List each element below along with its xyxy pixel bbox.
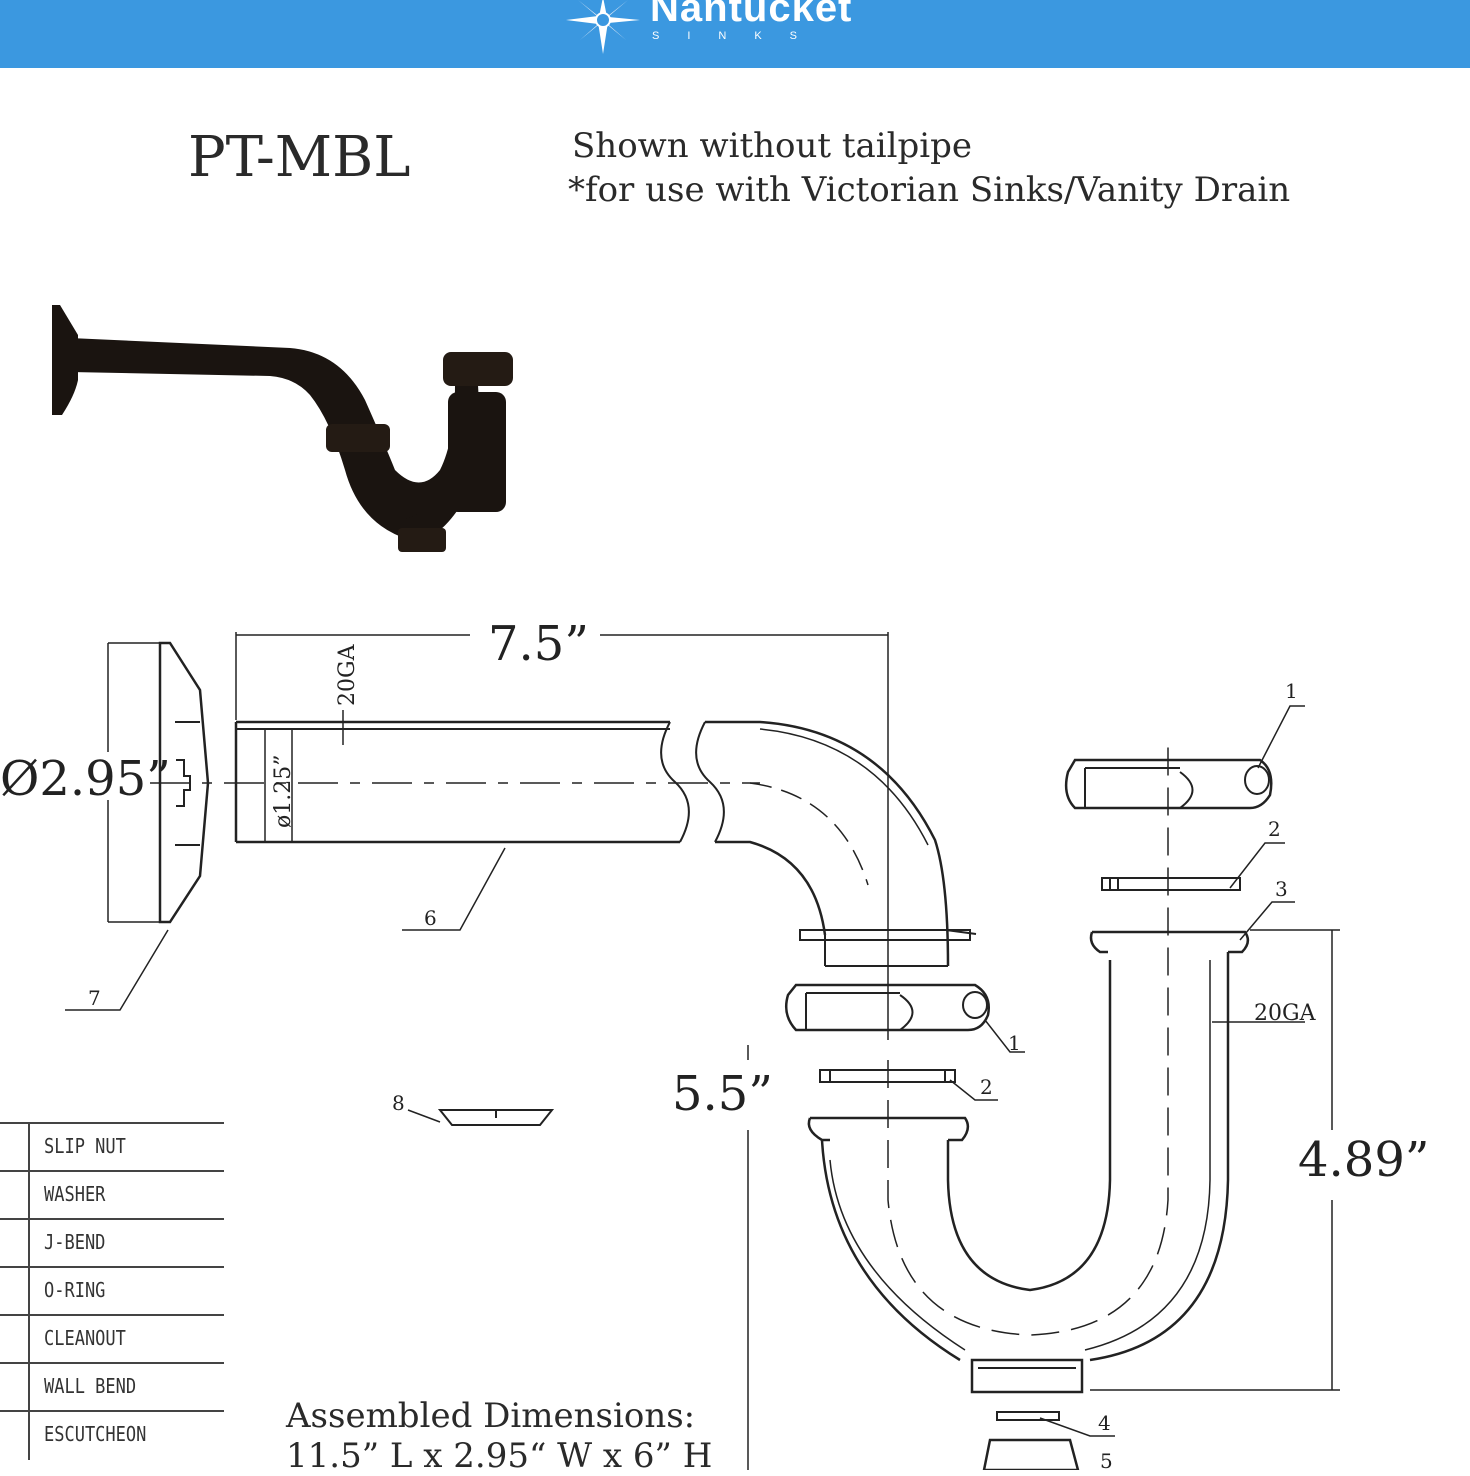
dim-jbend-height: 4.89” xyxy=(1298,1132,1429,1188)
part-name: ESCUTCHEON xyxy=(44,1422,147,1446)
assembled-dimensions-title: Assembled Dimensions: xyxy=(286,1396,696,1436)
brand-subtitle: SINKS xyxy=(652,30,826,42)
callout-number: 2 xyxy=(980,1075,993,1099)
table-row: J-BEND xyxy=(0,1218,224,1268)
part-name: WALL BEND xyxy=(44,1374,137,1398)
brand-name: Nantucket xyxy=(650,0,853,30)
dim-overall-height: 5.5” xyxy=(672,1066,773,1122)
callout-number: 1 xyxy=(1285,679,1298,703)
table-cell xyxy=(0,1364,30,1412)
part-name: WASHER xyxy=(44,1182,106,1206)
table-row: SLIP NUT xyxy=(0,1122,224,1172)
gauge-label-right: 20GA xyxy=(1254,1001,1317,1026)
dim-wall-bend-length: 7.5” xyxy=(488,616,589,672)
table-cell xyxy=(0,1220,30,1268)
table-row: WASHER xyxy=(0,1170,224,1220)
p-trap-product-image xyxy=(52,305,513,552)
table-cell xyxy=(0,1316,30,1364)
table-cell xyxy=(0,1412,30,1460)
assembled-dimensions-value: 11.5” L x 2.95“ W x 6” H xyxy=(286,1436,713,1476)
part-name: SLIP NUT xyxy=(44,1134,126,1158)
callout-number: 3 xyxy=(1275,877,1288,901)
dim-escutcheon-diameter: Ø2.95” xyxy=(0,751,171,807)
table-row: CLEANOUT xyxy=(0,1314,224,1364)
part-name: O-RING xyxy=(44,1278,106,1302)
callout-number: 4 xyxy=(1098,1411,1111,1435)
callout-number: 7 xyxy=(88,986,101,1010)
callout-number: 8 xyxy=(392,1091,405,1115)
callout-number: 5 xyxy=(1100,1449,1113,1470)
part-name: CLEANOUT xyxy=(44,1326,126,1350)
table-row: WALL BEND xyxy=(0,1362,224,1412)
compass-rose-icon xyxy=(566,0,640,54)
gauge-label-top: 20GA xyxy=(335,643,360,706)
note-line-2: *for use with Victorian Sinks/Vanity Dra… xyxy=(568,170,1291,210)
brand-header: Nantucket SINKS xyxy=(0,0,1470,68)
model-code: PT-MBL xyxy=(188,125,411,190)
table-cell xyxy=(0,1268,30,1316)
table-cell xyxy=(0,1124,30,1172)
callout-number: 1 xyxy=(1008,1031,1021,1055)
table-cell xyxy=(0,1172,30,1220)
table-row: ESCUTCHEON xyxy=(0,1410,224,1460)
callout-number: 6 xyxy=(424,906,437,930)
callout-number: 2 xyxy=(1268,817,1281,841)
part-name: J-BEND xyxy=(44,1230,106,1254)
note-line-1: Shown without tailpipe xyxy=(572,126,973,166)
dim-pipe-diameter: ø1.25” xyxy=(271,755,296,828)
table-row: O-RING xyxy=(0,1266,224,1316)
